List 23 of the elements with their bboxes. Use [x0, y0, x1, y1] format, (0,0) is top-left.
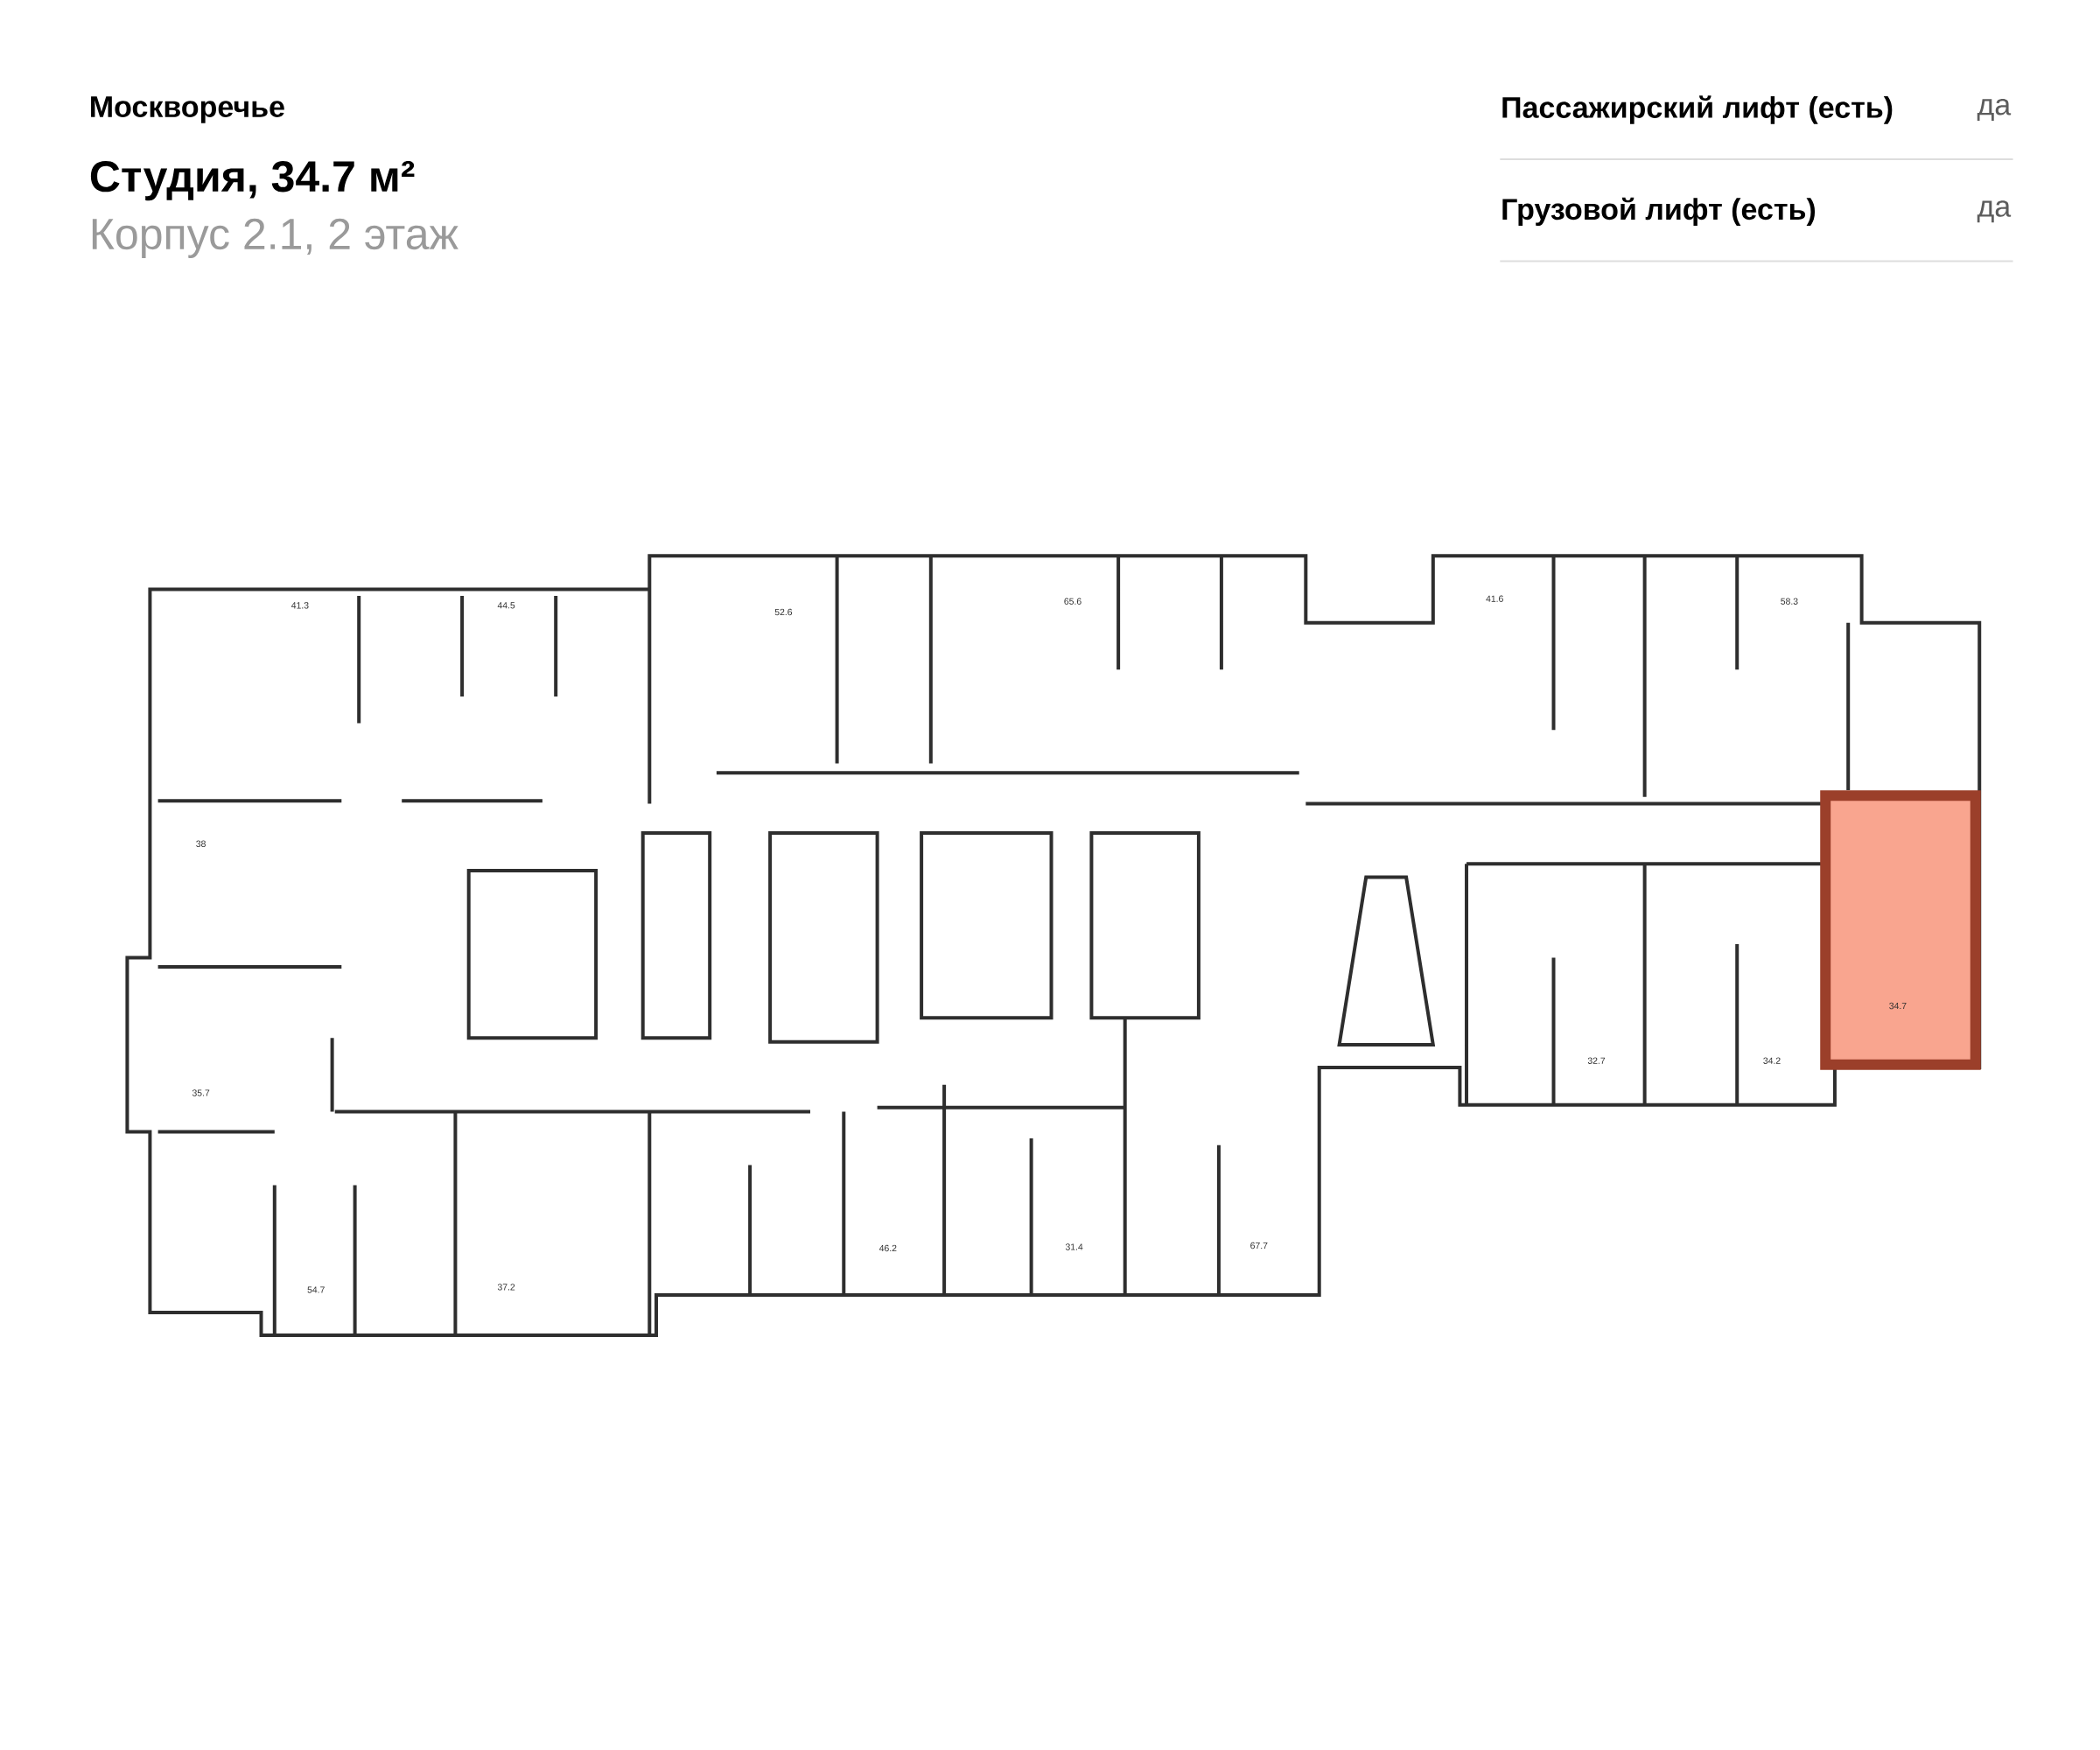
area-label: 31.4: [1065, 1243, 1083, 1250]
title: Студия, 34.7 м²: [90, 161, 415, 201]
feature-value: да: [1977, 98, 2012, 122]
area-label: 54.7: [307, 1286, 325, 1293]
feature-label: Пассажирский лифт (есть): [1502, 95, 1893, 124]
area-label: 65.6: [1064, 598, 1082, 605]
area-label: 46.2: [878, 1244, 897, 1252]
area-label: 37.2: [497, 1284, 515, 1291]
area-label: 52.6: [774, 608, 793, 616]
area-label: 34.7: [1889, 1002, 1907, 1010]
complex-name: Москворечье: [91, 96, 284, 123]
area-label: 38: [196, 840, 206, 847]
area-label: 34.2: [1763, 1057, 1781, 1064]
area-label: 58.3: [1781, 598, 1798, 605]
subtitle: Корпус 2.1, 2 этаж: [92, 218, 458, 258]
area-label: 67.7: [1250, 1242, 1268, 1250]
area-label: 44.5: [497, 602, 515, 609]
feature-label: Грузовой лифт (есть): [1502, 197, 1816, 226]
area-label: 32.7: [1587, 1057, 1606, 1064]
area-label: 35.7: [192, 1089, 210, 1096]
area-label: 41.3: [291, 602, 309, 609]
area-label: 41.6: [1486, 595, 1503, 602]
feature-value: да: [1977, 200, 2012, 223]
